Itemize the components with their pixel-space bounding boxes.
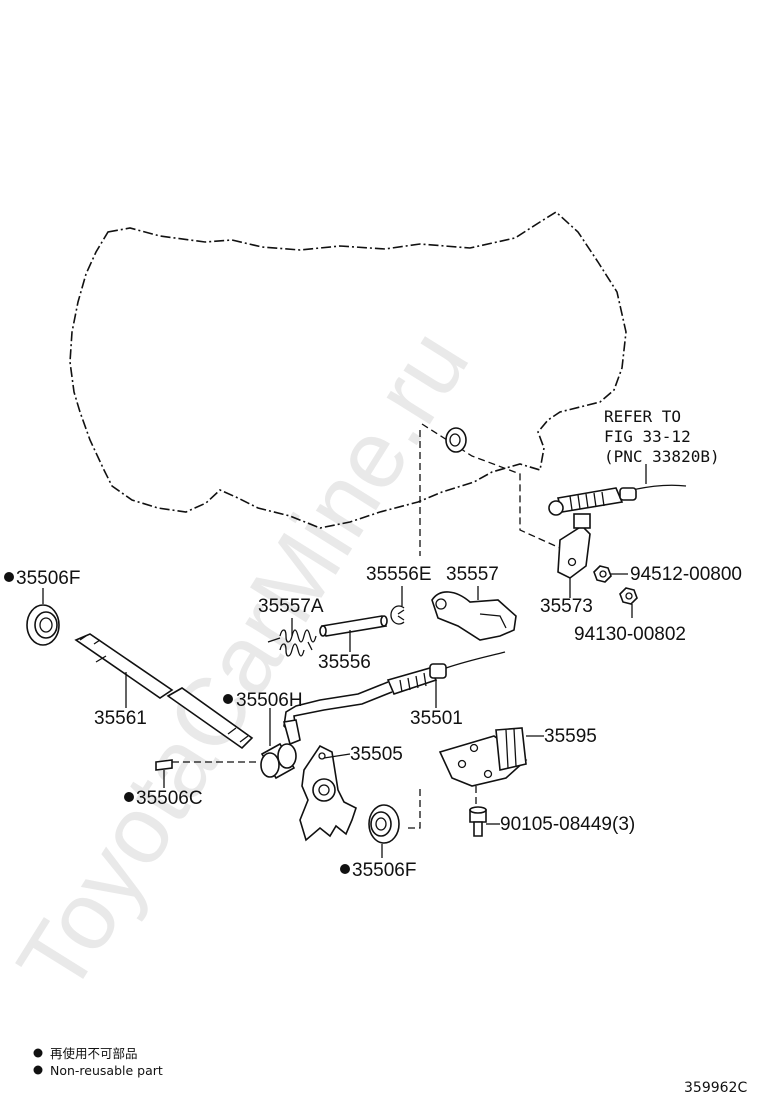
label-35506f-top: 35506F xyxy=(16,568,80,589)
label-35506f-bottom: 35506F xyxy=(352,860,416,881)
reference-line-3: (PNC 33820B) xyxy=(604,447,720,466)
label-35556e: 35556E xyxy=(366,564,432,585)
label-94130: 94130-00802 xyxy=(574,624,686,645)
label-35505: 35505 xyxy=(350,744,403,765)
label-35557a: 35557A xyxy=(258,596,324,617)
label-35506h: 35506H xyxy=(236,690,303,711)
label-35557: 35557 xyxy=(446,564,499,585)
watermark: ToyotaCarMine.ru xyxy=(0,312,489,1011)
non-reusable-marker-35506f-top xyxy=(4,572,14,582)
case-plug-icon xyxy=(445,427,467,453)
figure-code: 359962C xyxy=(684,1080,747,1096)
oil-seal-bottom-icon xyxy=(368,804,400,844)
e-ring-icon xyxy=(390,605,405,625)
transmission-case-outline xyxy=(69,211,627,529)
shift-cable-end-icon xyxy=(548,484,687,516)
transmission-control-cable-icon xyxy=(282,651,506,746)
legend-bullet-2 xyxy=(33,1065,43,1075)
spring-35557a-icon xyxy=(267,629,317,657)
oil-seal-top-icon xyxy=(26,604,60,646)
reference-line-1: REFER TO xyxy=(604,407,681,426)
label-35506c: 35506C xyxy=(136,788,203,809)
lever-35505-icon xyxy=(299,744,357,842)
nut-94512-icon xyxy=(593,565,612,583)
legend-text-english: Non-reusable part xyxy=(50,1063,163,1078)
label-35595: 35595 xyxy=(544,726,597,747)
label-35573: 35573 xyxy=(540,596,593,617)
nut-94130-icon xyxy=(619,587,638,605)
label-90105: 90105-08449(3) xyxy=(500,814,635,835)
reference-line-2: FIG 33-12 xyxy=(604,427,691,446)
non-reusable-marker-35506c xyxy=(124,792,134,802)
pin-35506c-icon xyxy=(155,759,173,771)
non-reusable-marker-35506f-bottom xyxy=(340,864,350,874)
legend-bullet-1 xyxy=(33,1048,43,1058)
bolt-90105-icon xyxy=(469,806,487,837)
bushing-35506h-icon xyxy=(260,742,297,780)
label-35501: 35501 xyxy=(410,708,463,729)
leader-line-seal xyxy=(408,786,421,829)
label-94512: 94512-00800 xyxy=(630,564,742,585)
label-leader-35505 xyxy=(323,753,351,759)
pin-35556-icon xyxy=(319,615,388,637)
lever-35557-icon xyxy=(431,591,517,641)
legend-text-japanese: 再使用不可部品 xyxy=(50,1046,138,1061)
bracket-35573-icon xyxy=(557,513,591,579)
shaft-35561-icon xyxy=(74,633,254,750)
non-reusable-marker-35506h xyxy=(223,694,233,704)
label-35556: 35556 xyxy=(318,652,371,673)
bracket-35595-icon xyxy=(438,727,528,787)
label-35561: 35561 xyxy=(94,708,147,729)
